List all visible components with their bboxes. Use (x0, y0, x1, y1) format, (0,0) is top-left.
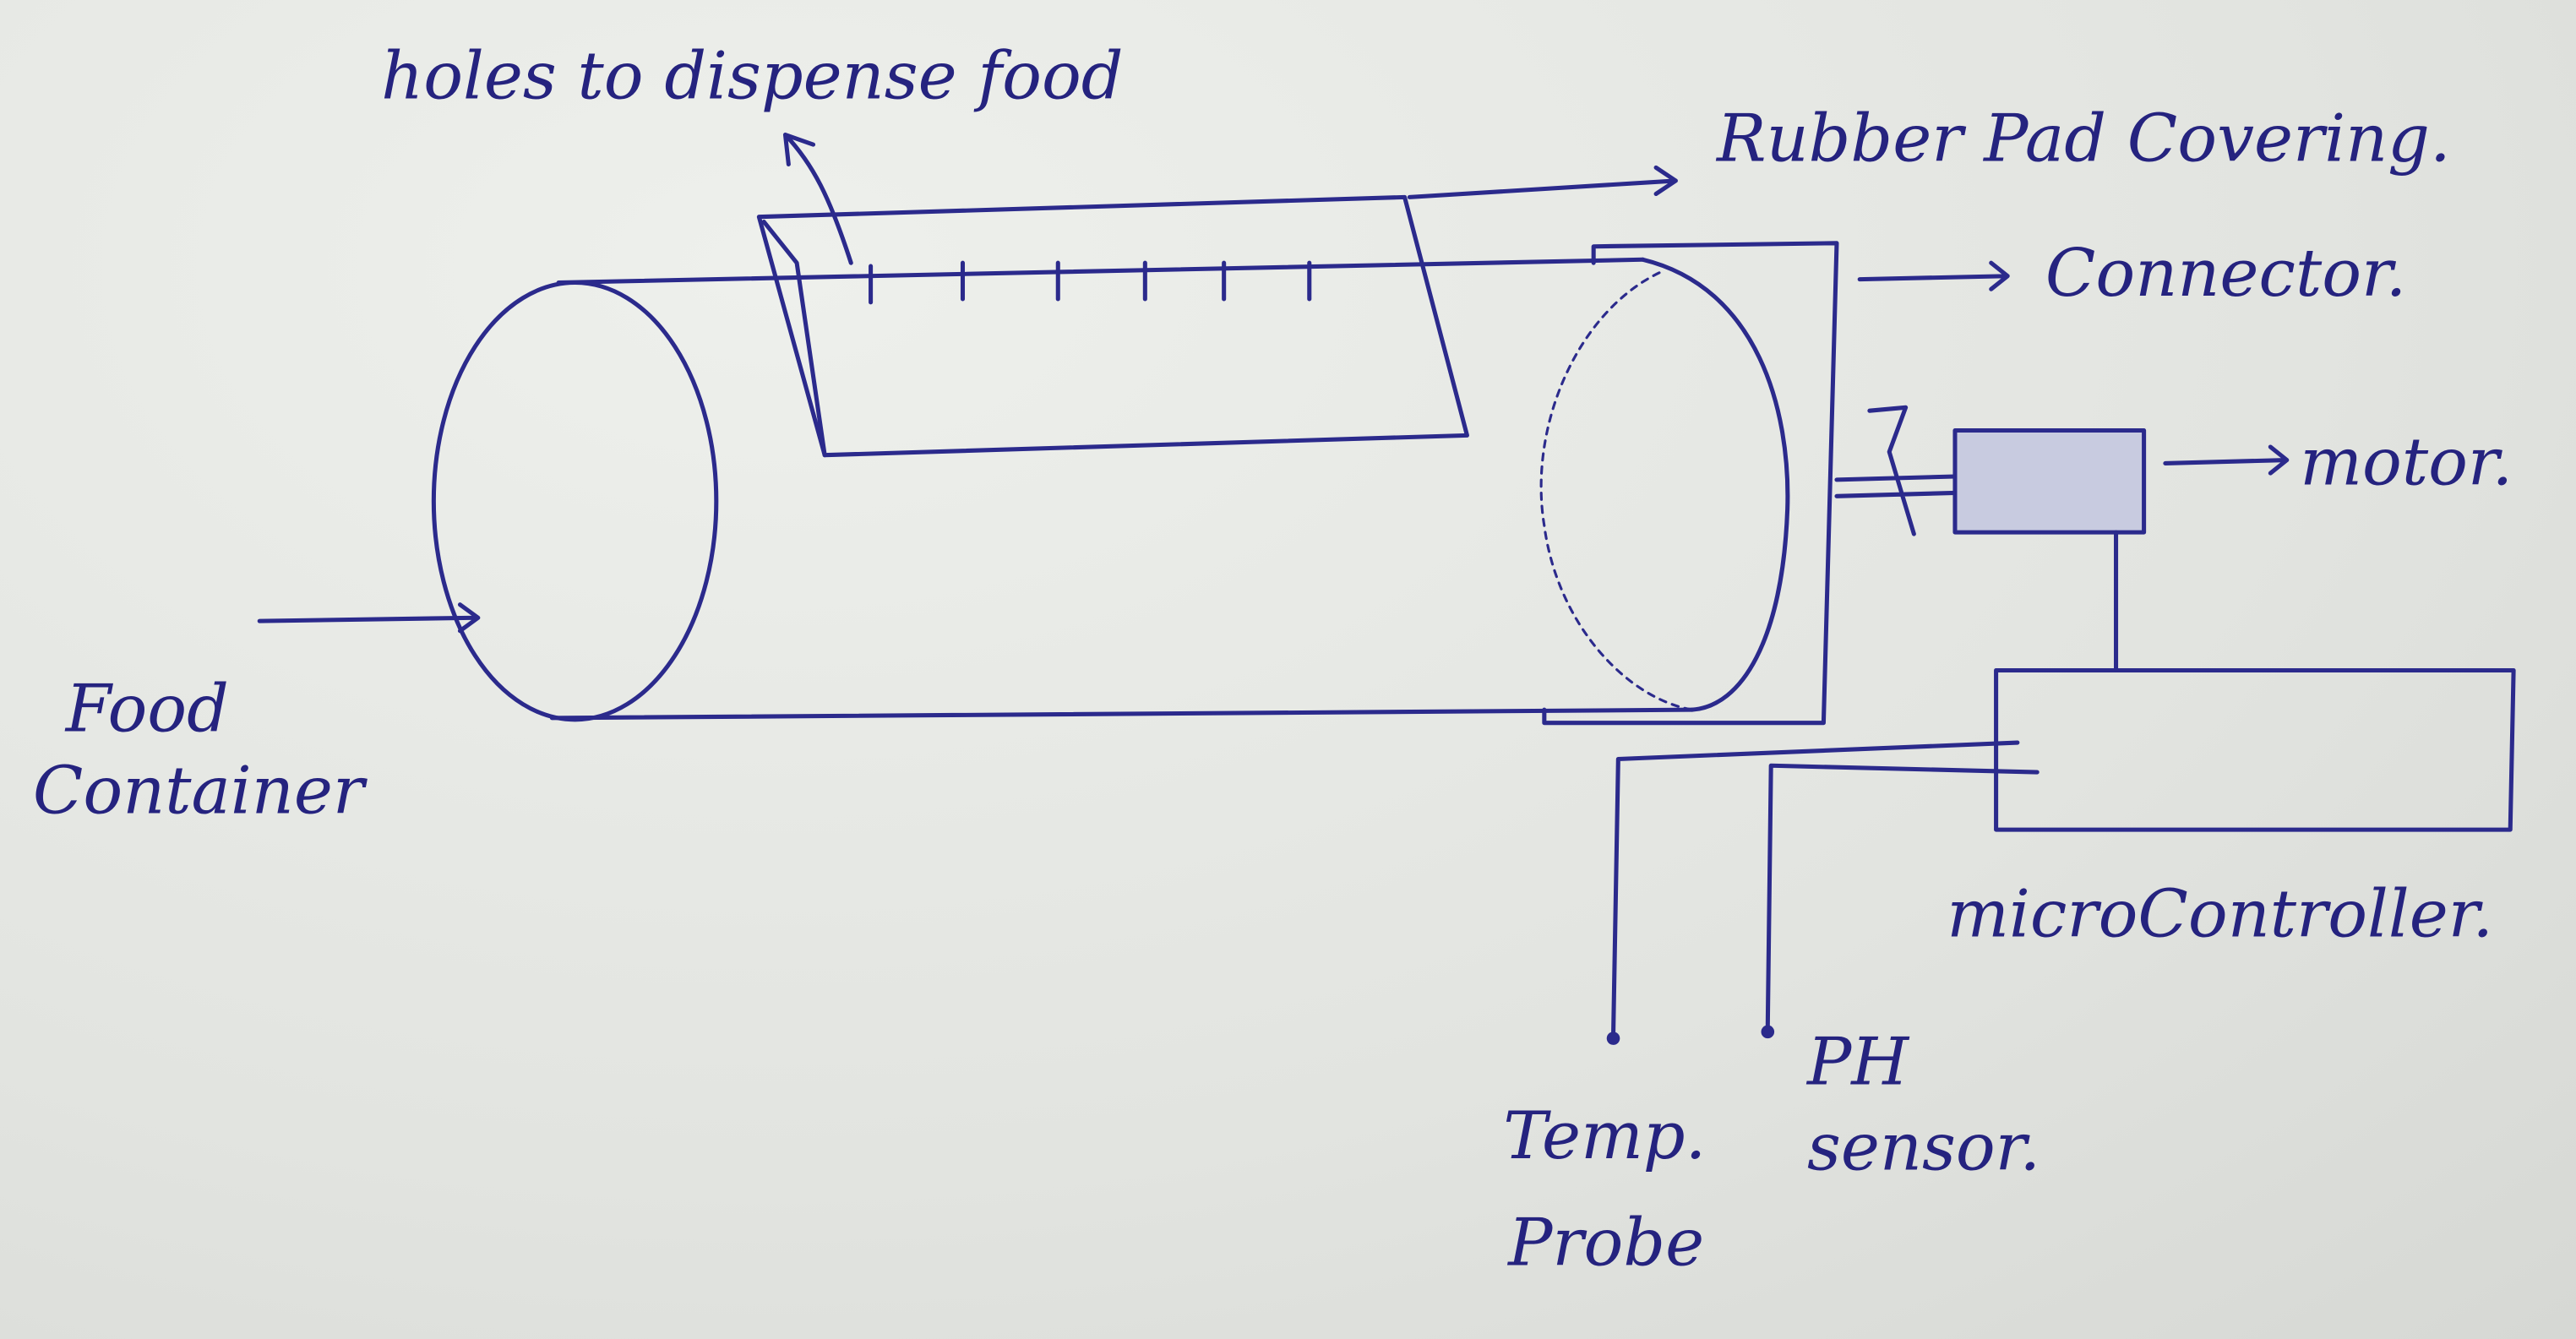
label-arrows (257, 132, 2290, 634)
label-microcontroller: microController. (1947, 877, 2493, 953)
label-connector: Connector. (2045, 236, 2406, 312)
container-right-hidden-edge (1539, 271, 1694, 711)
label-rubber-pad: Rubber Pad Covering. (1715, 101, 2451, 177)
motor-body (1952, 428, 2147, 535)
dispense-holes (869, 260, 1312, 305)
label-temp-probe-1: Temp. (1503, 1098, 1706, 1174)
label-temp-probe-2: Probe (1506, 1205, 1704, 1281)
rubber-pad-outline (756, 194, 1469, 458)
label-food-container-2: Container (33, 754, 368, 830)
container-bottom-edge (549, 707, 1695, 721)
container-left-end (431, 280, 719, 722)
temp-probe-tip (1606, 1031, 1620, 1045)
ph-sensor-wire (1765, 763, 2040, 1030)
container-right-end (1640, 257, 1790, 712)
rubber-pad-covering (756, 194, 1469, 458)
motor-coupling (1834, 405, 1958, 536)
connector-bracket (1542, 241, 1839, 726)
rubber-pad-fold (761, 220, 827, 458)
food-container (431, 257, 1790, 722)
microcontroller-box (1994, 667, 2516, 832)
label-ph-sensor-2: sensor. (1807, 1110, 2040, 1186)
temp-probe-wire (1610, 740, 2020, 1037)
label-food-container-1: Food (64, 671, 229, 747)
label-ph-sensor-1: PH (1805, 1025, 1910, 1101)
label-holes: holes to dispense food (381, 39, 1123, 115)
container-top-edge (556, 257, 1646, 286)
label-motor: motor. (2300, 425, 2513, 501)
ph-sensor-tip (1761, 1025, 1775, 1039)
